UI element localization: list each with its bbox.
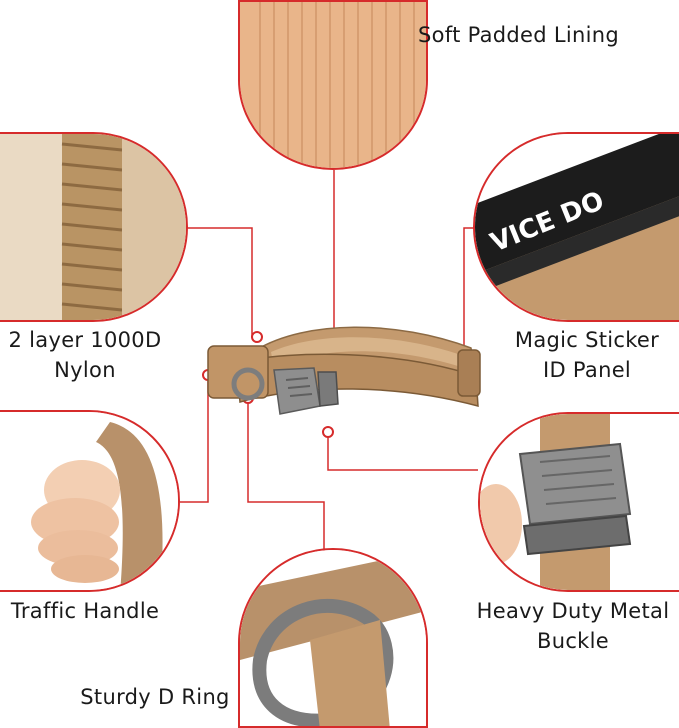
label-panel-line2: ID Panel [542, 358, 632, 382]
label-sturdy-d-ring: Sturdy D Ring [80, 685, 230, 709]
nylon-closeup-circle [0, 132, 188, 322]
label-nylon-line2: Nylon [54, 358, 116, 382]
padded-lining-texture [240, 2, 426, 168]
nylon-webbing-texture [0, 134, 186, 320]
label-traffic-handle: Traffic Handle [10, 599, 160, 623]
id-panel-photo: VICE DO [475, 134, 679, 320]
buckle-closeup-circle [478, 412, 679, 592]
dring-closeup-circle [238, 548, 428, 728]
connector-handle [180, 377, 209, 503]
dot-nylon [251, 331, 263, 343]
handle-closeup-circle [0, 410, 180, 592]
connector-dring [247, 398, 325, 580]
traffic-handle-photo [0, 412, 178, 590]
connector-buckle [327, 432, 478, 471]
metal-buckle-photo [480, 414, 679, 590]
label-nylon-line1: 2 layer 1000D [8, 328, 162, 352]
d-ring-photo [240, 550, 426, 726]
dot-buckle [322, 426, 334, 438]
label-panel-line1: Magic Sticker [514, 328, 660, 352]
label-buckle-line1: Heavy Duty Metal [476, 599, 670, 623]
panel-closeup-circle: VICE DO [473, 132, 679, 322]
lining-closeup-circle [238, 0, 428, 170]
collar-image [207, 326, 481, 415]
label-buckle-line2: Buckle [537, 629, 609, 653]
label-soft-padded-lining: Soft Padded Lining [418, 23, 620, 47]
